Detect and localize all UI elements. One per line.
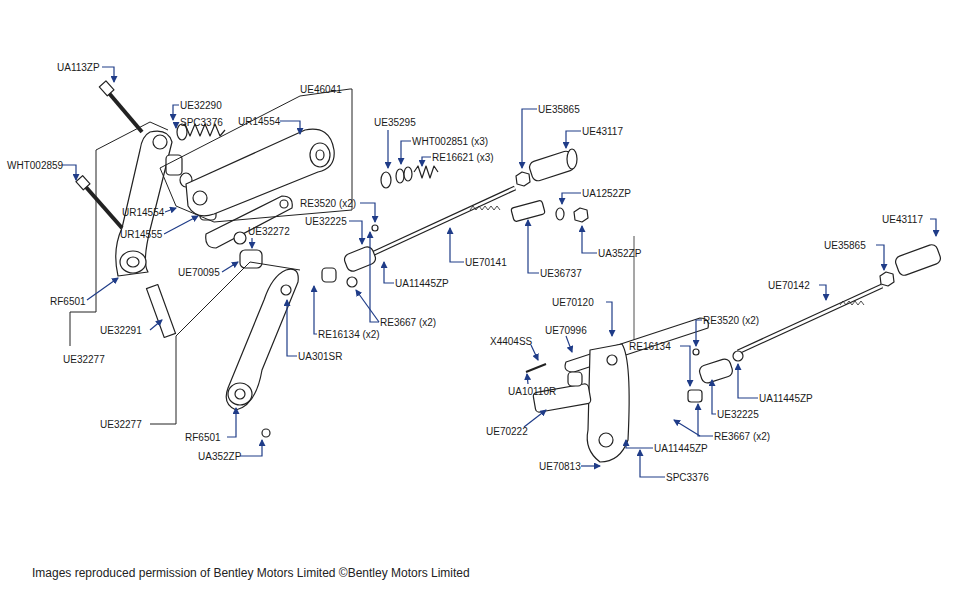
part-number: RF6501 bbox=[50, 296, 86, 308]
part-number: UA10110R bbox=[508, 386, 556, 398]
part-number: UR14554 bbox=[122, 207, 164, 219]
part-number: SPC3376 bbox=[180, 117, 223, 129]
part-number: RE3520 (x2) bbox=[300, 198, 356, 210]
part-number: UE46041 bbox=[300, 84, 342, 96]
part-number: UE70120 bbox=[552, 297, 594, 309]
part-number: UE35865 bbox=[538, 104, 580, 116]
part-number: WHT002859 bbox=[7, 160, 63, 172]
part-number: RE3667 (x2) bbox=[714, 431, 770, 443]
part-number: RE16134 (x2) bbox=[318, 329, 380, 341]
part-number: UE70142 bbox=[768, 280, 810, 292]
part-number: RE16134 bbox=[629, 341, 671, 353]
part-number: UE32290 bbox=[180, 100, 222, 112]
part-number: RE3667 (x2) bbox=[380, 317, 436, 329]
part-number: UE70141 bbox=[465, 257, 507, 269]
part-number: UE43117 bbox=[582, 126, 623, 138]
part-number: UE43117 bbox=[882, 214, 923, 226]
part-number: UE35865 bbox=[824, 240, 866, 252]
part-number: UA301SR bbox=[298, 351, 342, 363]
part-number: UE32277 bbox=[63, 354, 105, 366]
part-number: UA1252ZP bbox=[582, 188, 631, 200]
part-number: UE70222 bbox=[486, 426, 528, 438]
part-number: RE3520 (x2) bbox=[703, 315, 759, 327]
part-number: X4404SS bbox=[490, 336, 532, 348]
part-number: UA11445ZP bbox=[654, 443, 708, 455]
part-number: UE35295 bbox=[374, 117, 416, 129]
part-number: UA352ZP bbox=[598, 248, 641, 260]
part-number: UE32225 bbox=[305, 216, 347, 228]
part-number: UE32272 bbox=[248, 226, 290, 238]
part-number: UE70813 bbox=[539, 461, 581, 473]
part-number: RE16621 (x3) bbox=[432, 152, 494, 164]
part-number: UA352ZP bbox=[198, 451, 241, 463]
part-number: UE32277 bbox=[100, 419, 142, 431]
part-number: UR14555 bbox=[120, 229, 162, 241]
part-number: UE36737 bbox=[540, 268, 582, 280]
part-number: UR14554 bbox=[238, 116, 280, 128]
part-number: UE32291 bbox=[100, 325, 142, 337]
part-number: UA11445ZP bbox=[395, 278, 449, 290]
part-number: UA11445ZP bbox=[759, 393, 813, 405]
part-number: RF6501 bbox=[185, 432, 221, 444]
part-number: UE70996 bbox=[545, 325, 587, 337]
part-number: SPC3376 bbox=[666, 472, 709, 484]
part-number: UE32225 bbox=[717, 409, 759, 421]
part-number: WHT002851 (x3) bbox=[412, 136, 488, 148]
part-number: UE70095 bbox=[178, 267, 220, 279]
copyright-caption: Images reproduced permission of Bentley … bbox=[32, 566, 470, 580]
part-number: UA113ZP bbox=[57, 62, 100, 74]
